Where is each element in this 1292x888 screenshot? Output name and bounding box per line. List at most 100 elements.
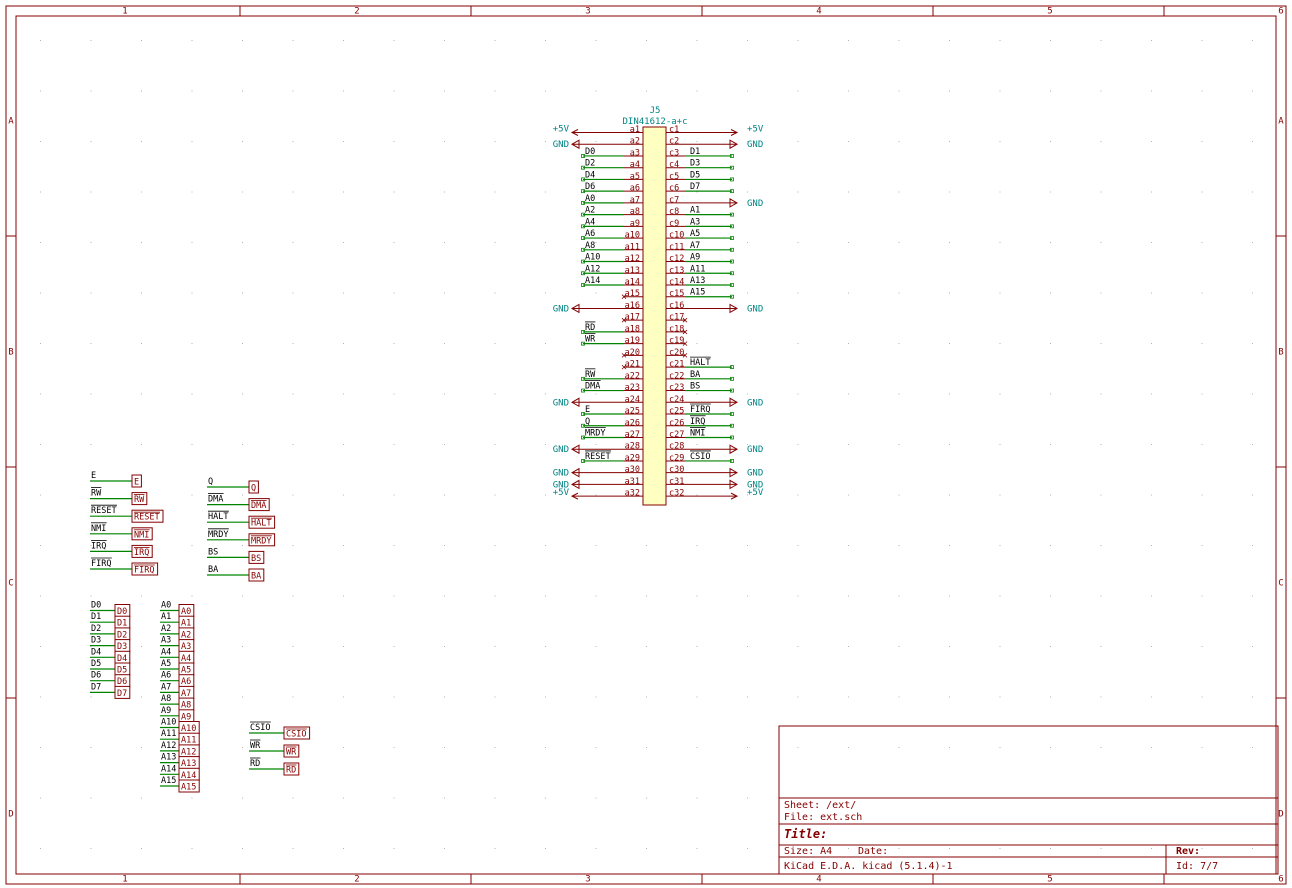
grid-dot (696, 494, 698, 496)
grid-dot (1100, 242, 1102, 243)
no-connect-icon (621, 294, 627, 300)
global-label-text: CSIO (286, 730, 306, 740)
grid-dot (242, 90, 243, 92)
net-label: D3 (690, 159, 700, 169)
grid-dot (949, 494, 950, 496)
grid-dot (141, 292, 142, 294)
global-label-text: D6 (117, 677, 127, 687)
grid-dot (545, 696, 546, 698)
grid-dot (444, 545, 445, 546)
grid-dot (898, 494, 900, 496)
pin-number: a28 (625, 442, 640, 452)
net-label: A3 (690, 217, 700, 227)
pin-number: a5 (630, 172, 640, 182)
grid-dot (494, 797, 496, 799)
global-label-box (131, 527, 153, 541)
pin-number: a30 (625, 465, 640, 475)
grid-dot (40, 494, 41, 496)
grid-dot (1201, 696, 1203, 698)
grid-dot (1252, 545, 1253, 546)
grid-dot (494, 343, 496, 344)
grid-dot (343, 848, 344, 849)
pin-number: c2 (669, 137, 679, 147)
grid-dot (999, 595, 1001, 597)
grid-dot (848, 191, 849, 193)
global-label-box (248, 480, 259, 494)
global-label-text: A10 (181, 724, 196, 734)
grid-dot (242, 191, 243, 193)
gnd-icon (570, 467, 580, 478)
grid-dot (848, 494, 849, 496)
grid-dot (343, 393, 344, 395)
grid-dot (1252, 191, 1253, 193)
grid-dot (1252, 747, 1253, 748)
wire-end (730, 294, 734, 299)
grid-dot (898, 90, 900, 92)
grid-dot (1100, 393, 1102, 395)
net-label: A0 (585, 194, 595, 204)
grid-dot (1151, 292, 1152, 294)
grid-dot (242, 242, 243, 243)
grid-dot (949, 90, 950, 92)
title-block: Sheet: /ext/ File: ext.sch Title: Size: … (778, 725, 1279, 875)
wire-end (581, 423, 585, 428)
no-connect-icon (621, 364, 627, 370)
grid-dot (1100, 141, 1102, 142)
grid-dot (1201, 545, 1203, 546)
grid-dot (646, 646, 647, 647)
grid-dot (393, 696, 395, 698)
global-label-text: A4 (181, 654, 191, 664)
pin-a17: a17 (621, 313, 643, 323)
global-label-box (131, 509, 164, 523)
grid-dot (1050, 747, 1051, 748)
grid-dot (595, 40, 597, 41)
ruler-col-top: 4 (816, 7, 821, 17)
pin-number: a11 (625, 242, 640, 252)
grid-dot (393, 444, 395, 445)
grid-dot (848, 292, 849, 294)
grid-dot (646, 40, 647, 41)
net-label: A8 (585, 241, 595, 251)
pin-number: a2 (630, 137, 640, 147)
grid-dot (1201, 747, 1203, 748)
gnd-icon (729, 139, 739, 150)
net-label: FIRQ (91, 559, 111, 569)
net-label: RW (585, 370, 596, 380)
power-icon (570, 129, 579, 136)
grid-dot (898, 40, 900, 41)
global-label-text: A1 (181, 619, 191, 629)
grid-dot (1201, 242, 1203, 243)
pin-number: c28 (669, 442, 684, 452)
grid-dot (949, 747, 950, 748)
net-label: RW (91, 489, 102, 499)
grid-dot (646, 545, 647, 546)
grid-dot (494, 646, 496, 647)
grid-dot (90, 848, 92, 849)
title-block-file: File: ext.sch (784, 812, 862, 823)
wire-end (581, 200, 585, 205)
title-block-id: Id: 7/7 (1176, 861, 1218, 872)
global-label-text: D4 (117, 654, 127, 664)
pin-number: a8 (630, 207, 640, 217)
grid-dot (646, 848, 647, 849)
grid-dot (1201, 595, 1203, 597)
connector-j5[interactable]: J5 DIN41612-a+c a1+5Va2GNDa3D0a4D2a5D4a6… (553, 106, 764, 506)
grid-dot (1151, 646, 1152, 647)
pin-number: c22 (669, 371, 684, 381)
grid-dot (696, 747, 698, 748)
grid-dot (242, 696, 243, 698)
net-label: A9 (690, 253, 700, 263)
grid-dot (1050, 141, 1051, 142)
wire-end (730, 365, 734, 370)
net-label: BS (690, 382, 700, 392)
